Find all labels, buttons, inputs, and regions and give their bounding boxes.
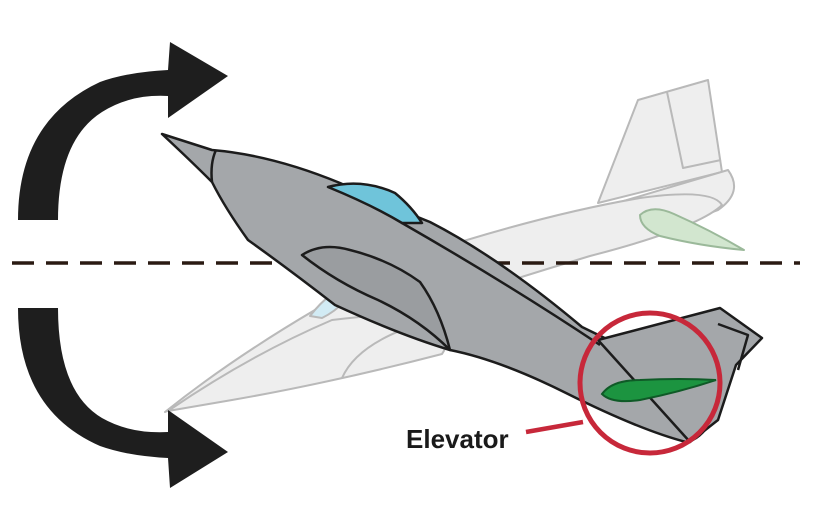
ghost-tail-fin (597, 79, 723, 204)
pitched-airplane (160, 132, 764, 444)
curved-arrow-down-icon (18, 308, 228, 488)
elevator-surface (600, 378, 717, 403)
pitched-nose-line (210, 149, 218, 183)
pitched-tail-panel-line (717, 322, 750, 371)
pitched-spine-line (401, 221, 601, 347)
elevator-callout-circle (577, 310, 723, 456)
curved-arrow-up-icon (18, 42, 228, 220)
elevator-callout-leader (525, 419, 584, 435)
pitched-canopy (326, 182, 424, 225)
pitched-wing-fairing (300, 245, 452, 352)
ghost-elevator (639, 208, 745, 251)
ghost-rudder-line (666, 91, 722, 169)
elevator-label: Elevator (406, 424, 509, 454)
